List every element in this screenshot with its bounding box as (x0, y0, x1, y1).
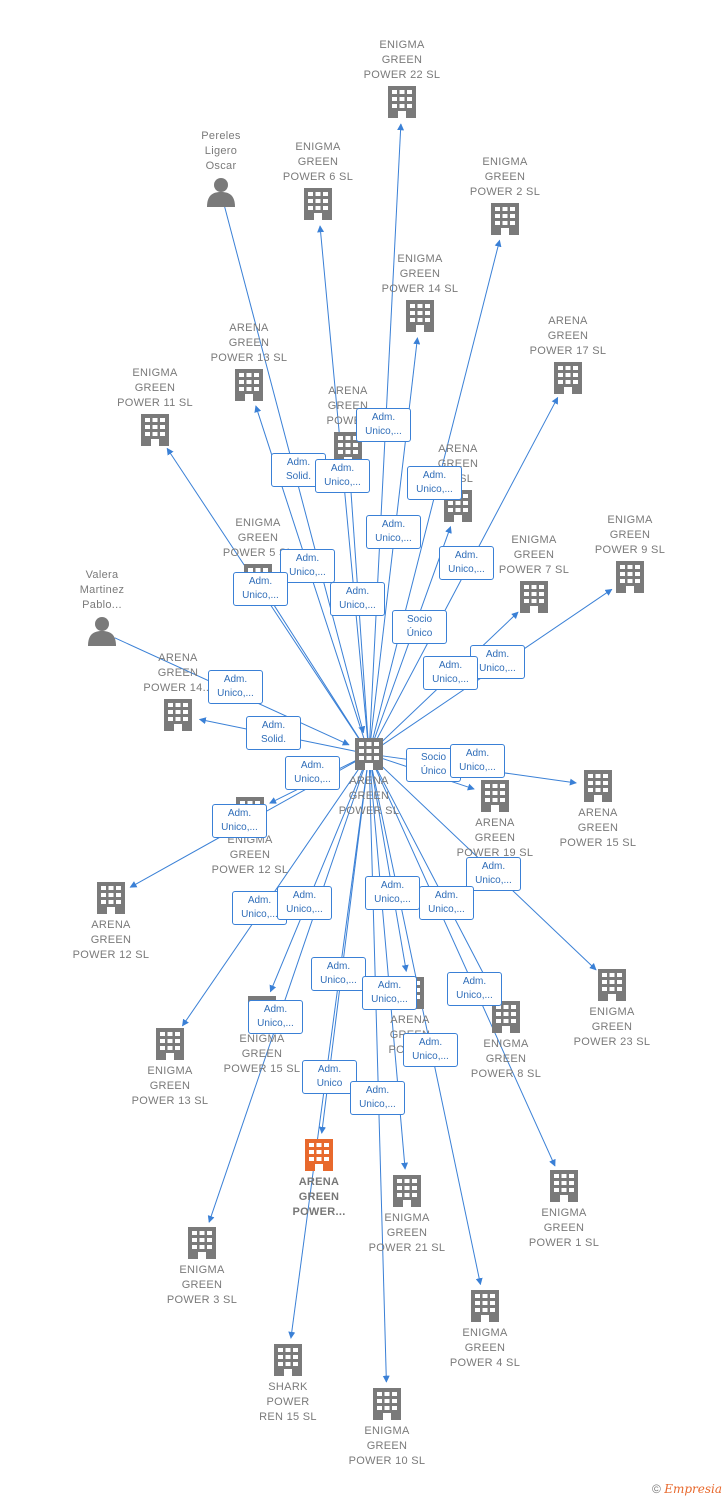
node-center[interactable]: ARENA GREEN POWER SL (309, 774, 429, 819)
copyright-icon: © (652, 1482, 661, 1496)
node-label: ENIGMA GREEN POWER 4 SL (449, 1327, 521, 1369)
node-label: ARENA GREEN POWER 19 SL (456, 817, 534, 859)
node-eg22[interactable]: ENIGMA GREEN POWER 22 SL (342, 38, 462, 83)
node-label: ENIGMA GREEN POWER 14 SL (381, 253, 459, 295)
node-ag12[interactable]: ARENA GREEN POWER 12 SL (51, 918, 171, 963)
edge-center-shark (288, 767, 368, 1339)
node-label: Valera Martinez Pablo... (79, 569, 125, 611)
edge-role-label[interactable]: Adm. Unico,... (285, 756, 340, 790)
node-ag14[interactable]: ARENA GREEN POWER 14... (118, 651, 238, 696)
node-label: ARENA GREEN POWER 15 SL (559, 807, 637, 849)
node-label: ARENA GREEN POWER 17 SL (529, 315, 607, 357)
edge-role-label[interactable]: Adm. Unico,... (447, 972, 502, 1006)
node-eg23[interactable]: ENIGMA GREEN POWER 23 SL (552, 1005, 672, 1050)
node-eg10[interactable]: ENIGMA GREEN POWER 10 SL (327, 1424, 447, 1469)
node-eg14[interactable]: ENIGMA GREEN POWER 14 SL (360, 252, 480, 297)
focus-building-icon[interactable] (305, 1139, 333, 1171)
node-eg3[interactable]: ENIGMA GREEN POWER 3 SL (142, 1263, 262, 1308)
node-eg21[interactable]: ENIGMA GREEN POWER 21 SL (347, 1211, 467, 1256)
node-label: ARENA GREEN POWER SL (338, 775, 400, 817)
node-p_valera[interactable]: Valera Martinez Pablo... (42, 568, 162, 613)
node-label: ENIGMA GREEN POWER 2 SL (469, 156, 541, 198)
node-label: ENIGMA GREEN POWER 21 SL (368, 1212, 446, 1254)
edge-center-agpow (370, 767, 409, 973)
node-ag13b[interactable]: ENIGMA GREEN POWER 13 SL (110, 1064, 230, 1109)
edge-center-eg5 (269, 597, 362, 743)
node-eg2[interactable]: ENIGMA GREEN POWER 2 SL (445, 155, 565, 200)
edge-role-label[interactable]: Adm. Unico,... (403, 1033, 458, 1067)
edge-role-label[interactable]: Adm. Unico,... (208, 670, 263, 704)
node-p_oscar[interactable]: Pereles Ligero Oscar (161, 129, 281, 174)
node-ag17[interactable]: ARENA GREEN POWER 17 SL (508, 314, 628, 359)
edge-center-eg8 (375, 766, 497, 999)
edge-role-label[interactable]: Adm. Unico,... (280, 549, 335, 583)
node-label: ENIGMA GREEN POWER 6 SL (282, 141, 354, 183)
node-eg4[interactable]: ENIGMA GREEN POWER 4 SL (425, 1326, 545, 1371)
node-eg11[interactable]: ENIGMA GREEN POWER 11 SL (95, 366, 215, 411)
node-ag13a[interactable]: ARENA GREEN POWER 13 SL (189, 321, 309, 366)
edge-role-label[interactable]: Adm. Unico,... (277, 886, 332, 920)
edge-center-eg1 (374, 766, 556, 1167)
edge-center-eg4 (371, 767, 483, 1286)
edge-role-label[interactable]: Adm. Unico,... (315, 459, 370, 493)
edge-role-label[interactable]: Adm. Unico,... (366, 515, 421, 549)
edge-role-label[interactable]: Adm. Unico,... (365, 876, 420, 910)
edge-role-label[interactable]: Adm. Unico,... (362, 976, 417, 1010)
edge-role-label[interactable]: Adm. Unico,... (311, 957, 366, 991)
node-eg9[interactable]: ENIGMA GREEN POWER 9 SL (570, 513, 690, 558)
edge-center-eg15 (269, 766, 365, 993)
node-label: ENIGMA GREEN POWER 7 SL (498, 534, 570, 576)
edge-role-label[interactable]: Adm. Unico (302, 1060, 357, 1094)
node-label: ENIGMA GREEN POWER 8 SL (470, 1038, 542, 1080)
node-label: ENIGMA GREEN POWER 13 SL (131, 1065, 209, 1107)
brand-logo[interactable]: Empresia (664, 1482, 722, 1496)
edge-role-label[interactable]: Adm. Unico,... (350, 1081, 405, 1115)
node-label: ENIGMA GREEN POWER 11 SL (117, 367, 193, 409)
node-ag15[interactable]: ARENA GREEN POWER 15 SL (538, 806, 658, 851)
node-label: ARENA GREEN POWER 12 SL (72, 919, 150, 961)
node-label: ARENA GREEN POWER... (292, 1176, 346, 1218)
edge-role-label[interactable]: Adm. Unico,... (356, 408, 411, 442)
edge-role-label[interactable]: Adm. Unico,... (248, 1000, 303, 1034)
node-label: ENIGMA GREEN POWER 10 SL (348, 1425, 426, 1467)
edge-role-label[interactable]: Adm. Unico,... (470, 645, 525, 679)
node-shark[interactable]: SHARK POWER REN 15 SL (228, 1380, 348, 1425)
edge-role-label[interactable]: Adm. Unico,... (212, 804, 267, 838)
edge-role-label[interactable]: Adm. Unico,... (233, 572, 288, 606)
node-eg1[interactable]: ENIGMA GREEN POWER 1 SL (504, 1206, 624, 1251)
node-label: Pereles Ligero Oscar (201, 130, 241, 172)
node-label: ENIGMA GREEN POWER 1 SL (528, 1207, 600, 1249)
edge-center-eg3 (207, 767, 365, 1223)
node-label: ENIGMA GREEN POWER 22 SL (363, 39, 441, 81)
edge-role-label[interactable]: Adm. Unico,... (423, 656, 478, 690)
node-eg15[interactable]: ENIGMA GREEN POWER 15 SL (202, 1032, 322, 1077)
edge-role-label[interactable]: Adm. Unico,... (330, 582, 385, 616)
edge-role-label[interactable]: Adm. Solid. (271, 453, 326, 487)
edge-role-label[interactable]: Adm. Solid. (246, 716, 301, 750)
node-label: ENIGMA GREEN POWER 9 SL (594, 514, 666, 556)
node-label: ARENA GREEN POWER 14... (143, 652, 213, 694)
node-label: ENIGMA GREEN POWER 15 SL (223, 1033, 301, 1075)
edge-role-label[interactable]: Socio Único (392, 610, 447, 644)
node-eg8[interactable]: ENIGMA GREEN POWER 8 SL (446, 1037, 566, 1082)
node-ag19[interactable]: ARENA GREEN POWER 19 SL (435, 816, 555, 861)
node-eg6[interactable]: ENIGMA GREEN POWER 6 SL (258, 140, 378, 185)
edge-center-eg10 (368, 767, 390, 1383)
edge-role-label[interactable]: Adm. Unico,... (407, 466, 462, 500)
edge-role-label[interactable]: Adm. Unico,... (439, 546, 494, 580)
node-label: ARENA GREEN POWER 13 SL (210, 322, 288, 364)
node-label: ENIGMA GREEN POWER 3 SL (166, 1264, 238, 1306)
edge-role-label[interactable]: Adm. Unico,... (466, 857, 521, 891)
node-focus[interactable]: ARENA GREEN POWER... (259, 1175, 379, 1220)
node-label: SHARK POWER REN 15 SL (259, 1381, 317, 1423)
edge-role-label[interactable]: Adm. Unico,... (419, 886, 474, 920)
edge-role-label[interactable]: Adm. Unico,... (450, 744, 505, 778)
footer: © Empresia (652, 1482, 722, 1496)
node-label: ENIGMA GREEN POWER 23 SL (573, 1006, 651, 1048)
node-eg7[interactable]: ENIGMA GREEN POWER 7 SL (474, 533, 594, 578)
